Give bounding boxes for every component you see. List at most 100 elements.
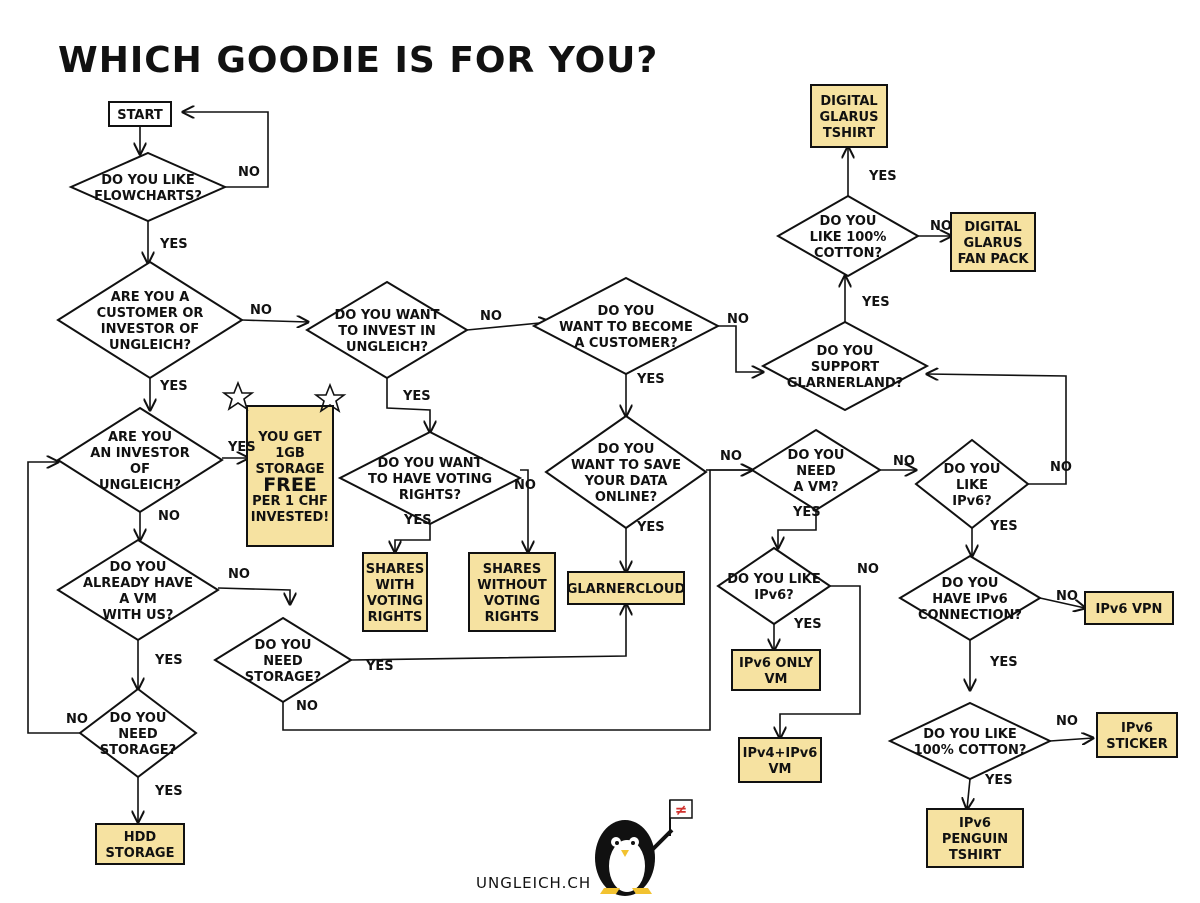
footer-url: UNGLEICH.CH bbox=[476, 874, 591, 892]
edge-like-cotton-bottom-to-ipv6-sticker bbox=[1049, 738, 1093, 741]
node-text: IPv6? bbox=[952, 494, 991, 509]
node-text: INVESTED! bbox=[251, 510, 330, 525]
decision-diamond bbox=[750, 428, 882, 512]
node-text: STICKER bbox=[1106, 737, 1168, 752]
node-text: UNGLEICH? bbox=[99, 478, 181, 493]
node-ipv6-vpn: IPv6 VPN bbox=[1084, 591, 1174, 625]
node-text: DO YOU bbox=[598, 442, 655, 457]
decision-diamond bbox=[914, 438, 1030, 530]
node-text: CUSTOMER OR bbox=[97, 306, 204, 321]
goodie-box bbox=[1096, 712, 1178, 758]
node-text: DO YOU LIKE bbox=[923, 727, 1017, 742]
decision-diamond bbox=[305, 280, 469, 380]
node-text: RIGHTS bbox=[368, 610, 423, 625]
node-text: VOTING bbox=[484, 594, 540, 609]
node-text: VM bbox=[769, 762, 792, 777]
decision-diamond bbox=[716, 546, 832, 626]
flag-mark: ≠ bbox=[675, 801, 688, 819]
node-text: LIKE bbox=[956, 478, 988, 493]
goodie-box bbox=[950, 212, 1036, 272]
edge-like-flowcharts-to-start bbox=[183, 112, 269, 188]
node-text: VM bbox=[765, 672, 788, 687]
node-text: COTTON? bbox=[814, 246, 882, 261]
node-text: NEED bbox=[796, 464, 836, 479]
edge-label: NO bbox=[893, 454, 915, 469]
flag-icon: ≠ bbox=[669, 799, 693, 836]
goodie-box bbox=[567, 571, 685, 605]
node-text: YOUR DATA bbox=[584, 474, 668, 489]
edge-label: YES bbox=[989, 519, 1018, 534]
node-text: PENGUIN bbox=[942, 832, 1008, 847]
decision-diamond bbox=[337, 430, 523, 526]
node-text: DO YOU bbox=[944, 462, 1001, 477]
node-text: DO YOU bbox=[788, 448, 845, 463]
node-text: DO YOU bbox=[817, 344, 874, 359]
node-text: TO HAVE VOTING bbox=[368, 472, 492, 487]
edge-label: NO bbox=[1056, 714, 1078, 729]
nodes: START DO YOU LIKE FLOWCHARTS? ARE YOU ACUST… bbox=[56, 84, 1178, 868]
edge-label: YES bbox=[861, 295, 890, 310]
node-text: FLOWCHARTS? bbox=[94, 189, 202, 204]
edge-like-ipv6-vm-to-ipv4-ipv6-vm bbox=[780, 585, 861, 738]
node-text: WITH US? bbox=[103, 608, 174, 623]
node-text: IPv6 bbox=[1121, 721, 1153, 736]
node-text: TSHIRT bbox=[949, 848, 1001, 863]
edge-customer-or-investor-to-want-invest bbox=[241, 320, 308, 322]
goodie-box bbox=[731, 649, 821, 691]
penguin-icon bbox=[595, 820, 674, 896]
node-text: NEED bbox=[118, 727, 158, 742]
node-text: DIGITAL bbox=[820, 94, 877, 109]
decision-diamond bbox=[887, 701, 1053, 781]
edge-need-storage-1-to-investor bbox=[27, 462, 80, 734]
node-text: GLARNERCLOUD bbox=[567, 582, 686, 597]
edge-like-ipv6-to-support-glarnerland bbox=[927, 374, 1067, 485]
edge-label: YES bbox=[403, 513, 432, 528]
edge-label: YES bbox=[868, 169, 897, 184]
node-text: DIGITAL bbox=[964, 220, 1021, 235]
decision-diamond bbox=[898, 554, 1042, 642]
edge-label: YES bbox=[636, 520, 665, 535]
edge-label: YES bbox=[227, 440, 256, 455]
node-text: LIKE 100% bbox=[810, 230, 887, 245]
node-text: WANT TO SAVE bbox=[571, 458, 681, 473]
edge-label: YES bbox=[159, 237, 188, 252]
edge-voting-rights-to-shares-with bbox=[395, 524, 431, 552]
edges bbox=[27, 112, 1093, 822]
node-text: ALREADY HAVE bbox=[83, 576, 193, 591]
edge-label: NO bbox=[250, 303, 272, 318]
node-text: DO YOU bbox=[942, 576, 999, 591]
goodie-box bbox=[362, 552, 428, 632]
edge-have-vm-to-need-storage-2 bbox=[217, 587, 290, 604]
node-text: FREE bbox=[263, 474, 317, 496]
node-text: A VM? bbox=[793, 480, 838, 495]
node-text: START bbox=[117, 108, 163, 123]
node-text: DO YOU bbox=[255, 638, 312, 653]
edge-label: NO bbox=[480, 309, 502, 324]
edge-label: NO bbox=[1056, 589, 1078, 604]
node-text: RIGHTS? bbox=[399, 488, 461, 503]
edge-label: YES bbox=[984, 773, 1013, 788]
node-text: UNGLEICH? bbox=[346, 340, 428, 355]
node-text: STORAGE bbox=[106, 846, 175, 861]
node-text: INVESTOR OF bbox=[101, 322, 199, 337]
edge-label: NO bbox=[228, 567, 250, 582]
goodie-box bbox=[246, 405, 334, 547]
goodie-box bbox=[738, 737, 822, 783]
edge-label: NO bbox=[158, 509, 180, 524]
node-text: NEED bbox=[263, 654, 303, 669]
